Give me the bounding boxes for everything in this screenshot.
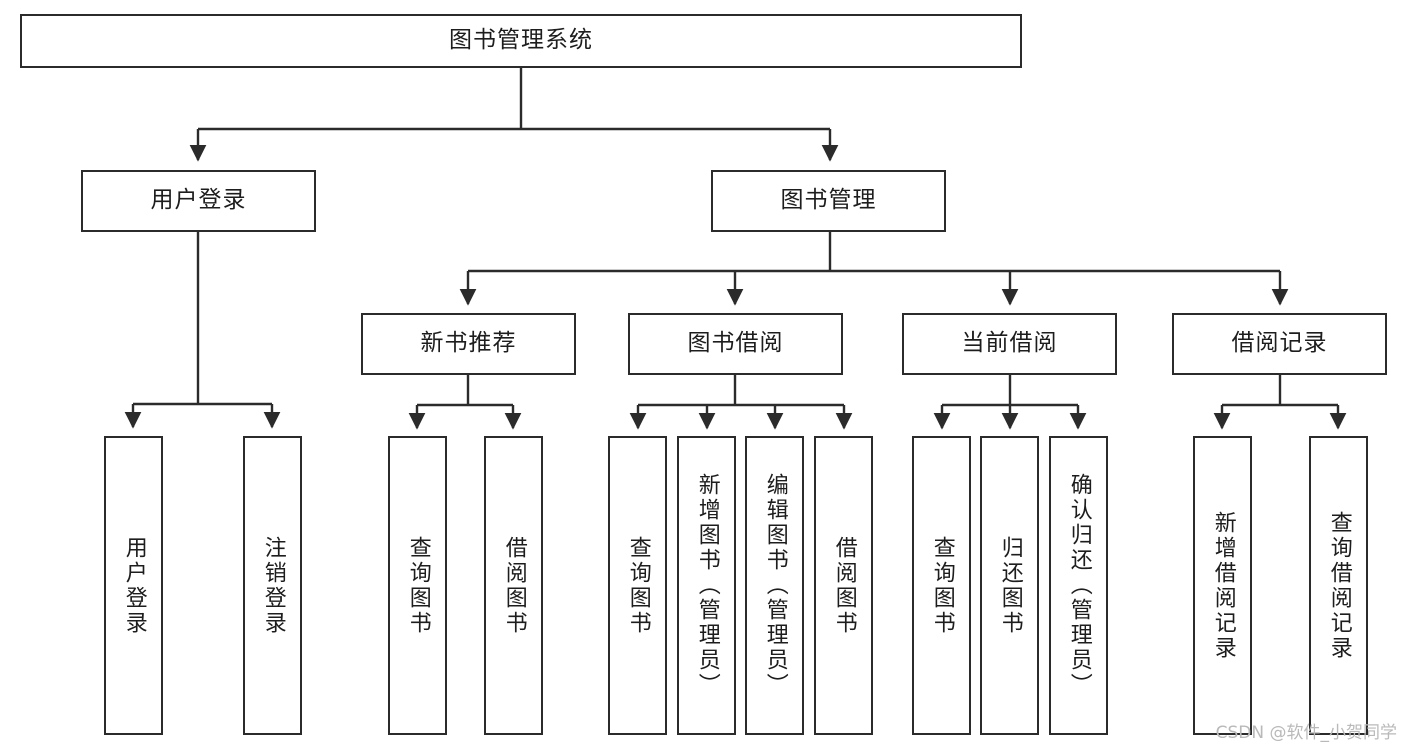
- node-label: 新书推荐: [420, 330, 517, 357]
- node-leaf-add-book-admin[interactable]: 新增图书（管理员）: [677, 436, 736, 735]
- node-leaf-query-borrow-record[interactable]: 查询借阅记录: [1309, 436, 1368, 735]
- node-leaf-query-book-borrow[interactable]: 查询图书: [608, 436, 667, 735]
- node-label: 查询借阅记录: [1326, 510, 1352, 661]
- node-leaf-user-login[interactable]: 用户登录: [104, 436, 163, 735]
- node-label: 图书管理: [780, 187, 877, 214]
- node-leaf-query-book-recommend[interactable]: 查询图书: [388, 436, 447, 735]
- node-borrow-record[interactable]: 借阅记录: [1172, 313, 1387, 375]
- node-label: 编辑图书（管理员）: [762, 473, 788, 698]
- node-current-borrow[interactable]: 当前借阅: [902, 313, 1117, 375]
- node-root-book-management-system[interactable]: 图书管理系统: [20, 14, 1022, 68]
- node-label: 借阅图书: [831, 535, 857, 636]
- node-label: 查询图书: [929, 535, 955, 636]
- node-user-login[interactable]: 用户登录: [81, 170, 316, 232]
- node-leaf-borrow-book-recommend[interactable]: 借阅图书: [484, 436, 543, 735]
- node-leaf-edit-book-admin[interactable]: 编辑图书（管理员）: [745, 436, 804, 735]
- node-leaf-borrow-book[interactable]: 借阅图书: [814, 436, 873, 735]
- node-label: 注销登录: [260, 535, 286, 636]
- node-leaf-logout[interactable]: 注销登录: [243, 436, 302, 735]
- node-label: 归还图书: [997, 535, 1023, 636]
- node-leaf-return-book[interactable]: 归还图书: [980, 436, 1039, 735]
- node-leaf-confirm-return-admin[interactable]: 确认归还（管理员）: [1049, 436, 1108, 735]
- node-leaf-add-borrow-record[interactable]: 新增借阅记录: [1193, 436, 1252, 735]
- node-new-book-recommend[interactable]: 新书推荐: [361, 313, 576, 375]
- node-label: 确认归还（管理员）: [1066, 473, 1092, 698]
- node-book-management[interactable]: 图书管理: [711, 170, 946, 232]
- node-label: 用户登录: [121, 535, 147, 636]
- node-label: 查询图书: [405, 535, 431, 636]
- node-label: 查询图书: [625, 535, 651, 636]
- node-label: 新增借阅记录: [1210, 510, 1236, 661]
- node-leaf-query-book-current[interactable]: 查询图书: [912, 436, 971, 735]
- csdn-watermark: CSDN @软件_小贺同学: [1215, 723, 1397, 743]
- node-label: 当前借阅: [961, 330, 1058, 357]
- node-label: 借阅记录: [1231, 330, 1328, 357]
- node-label: 用户登录: [150, 187, 247, 214]
- node-book-borrow[interactable]: 图书借阅: [628, 313, 843, 375]
- node-label: 图书管理系统: [449, 27, 593, 54]
- node-label: 借阅图书: [501, 535, 527, 636]
- node-label: 新增图书（管理员）: [694, 473, 720, 698]
- node-label: 图书借阅: [687, 330, 784, 357]
